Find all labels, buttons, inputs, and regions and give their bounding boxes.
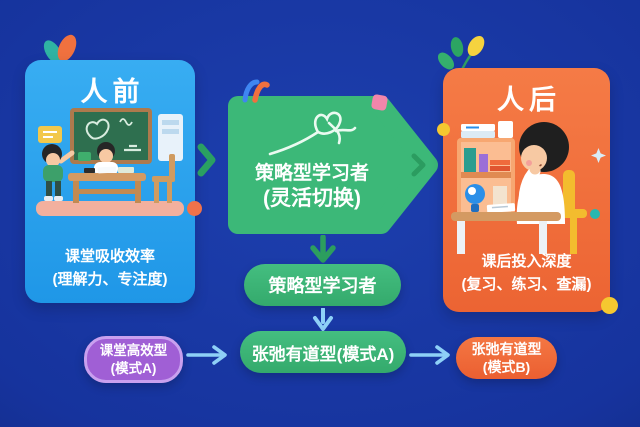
front-card-title: 人前 <box>80 77 145 107</box>
mode-a-pill-label: 张弛有道型(模式A) <box>251 344 395 364</box>
mode-a-pill: 张弛有道型(模式A) <box>240 331 406 373</box>
plant-sprig-icon <box>437 35 485 76</box>
yellow-dot-accent <box>437 123 450 136</box>
arrow-down-icon <box>313 308 333 331</box>
front-card-caption: 课堂吸收效率 (理解力、专注度) <box>25 245 195 292</box>
classroom-illustration <box>36 108 184 216</box>
arrow-down-icon <box>310 235 336 263</box>
front-caption-line1: 课堂吸收效率 <box>64 247 155 265</box>
mode-b-pill-line1: 张弛有道型 <box>471 340 542 357</box>
behind-stage-card: 人后 <box>437 68 618 314</box>
front-stage-card: 人前 <box>25 60 202 303</box>
arrow-right-icon <box>409 345 450 365</box>
pink-square-accent <box>370 93 389 112</box>
center-label-line2: (灵活切换) <box>263 187 361 210</box>
strategic-pill-label: 策略型学习者 <box>268 276 377 296</box>
mode-b-pill-line2: (模式B) <box>482 359 531 375</box>
strategic-learner-arrow: 策略型学习者 (灵活切换) <box>228 94 442 236</box>
behind-caption-line2: (复习、练习、查漏) <box>461 275 592 293</box>
front-caption-line2: (理解力、专注度) <box>52 270 168 288</box>
efficient-pill-line2: (模式A) <box>110 360 157 376</box>
classroom-efficient-pill: 课堂高效型 (模式A) <box>84 336 183 383</box>
study-desk-illustration <box>451 121 600 254</box>
pentagon-shape <box>228 96 438 234</box>
strategic-learner-pill: 策略型学习者 <box>244 264 401 306</box>
arrow-right-icon <box>186 345 227 365</box>
brush-stroke-decor-icon <box>242 79 270 103</box>
yellow-dot-accent <box>601 297 618 314</box>
mode-b-pill: 张弛有道型 (模式B) <box>456 337 557 379</box>
behind-card-title: 人后 <box>497 85 561 115</box>
sparkle-icon <box>591 148 606 163</box>
orange-dot-accent <box>187 201 202 216</box>
behind-card-caption: 课后投入深度 (复习、练习、查漏) <box>443 250 610 297</box>
chevron-right-icon <box>197 143 216 177</box>
behind-caption-line1: 课后投入深度 <box>481 252 572 270</box>
leaf-pair-icon <box>43 34 77 64</box>
heart-sketch-icon <box>268 111 357 156</box>
center-label-line1: 策略型学习者 <box>254 163 369 184</box>
efficient-pill-line1: 课堂高效型 <box>99 342 168 358</box>
